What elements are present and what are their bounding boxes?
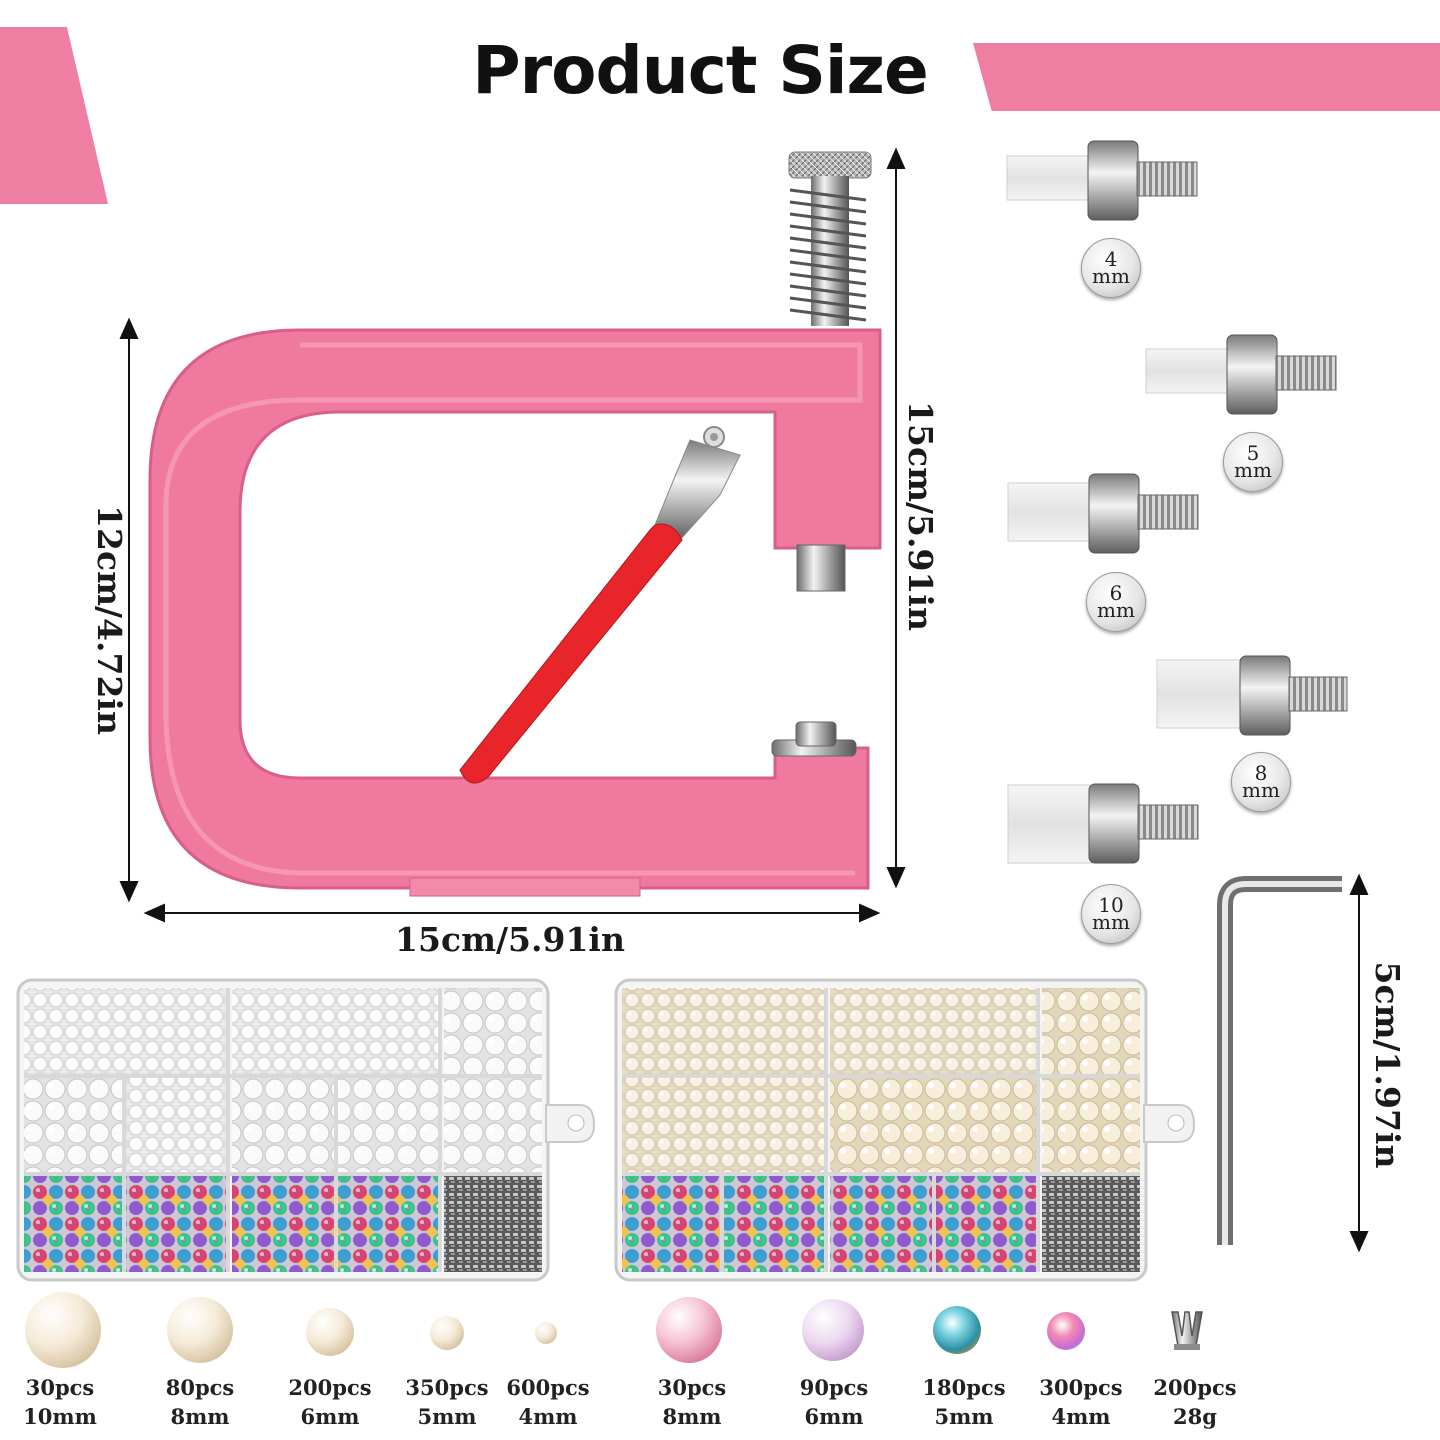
pearl-sample-8mm-pink — [656, 1297, 722, 1363]
tool-depth-label: 15cm/5.91in — [901, 401, 940, 631]
pearl-setting-tool — [148, 151, 882, 897]
hex-wrench — [1217, 876, 1342, 1245]
pearl-size: 5mm — [934, 1404, 994, 1429]
pearl-item: 300pcs 4mm — [1021, 1373, 1141, 1431]
die-size-unit: mm — [1234, 458, 1272, 482]
pearl-size: 8mm — [170, 1404, 230, 1429]
die-size-badge-6mm: 6 mm — [1086, 572, 1146, 632]
pearl-count: 350pcs — [405, 1375, 489, 1400]
pearl-count: 30pcs — [25, 1375, 95, 1400]
pearl-item: 90pcs 6mm — [774, 1373, 894, 1431]
pearl-item: 30pcs 10mm — [0, 1373, 120, 1431]
die-size-unit: mm — [1092, 264, 1130, 288]
pearl-count: 300pcs — [1039, 1375, 1123, 1400]
die-size-value: 10 — [1098, 893, 1124, 917]
pearl-item: 180pcs 5mm — [904, 1373, 1024, 1431]
die-size-badge-10mm: 10 mm — [1081, 884, 1141, 944]
die-size-value: 8 — [1254, 761, 1268, 785]
pearl-sample-4mm-rainbow — [1047, 1312, 1085, 1350]
die-4mm — [1006, 140, 1198, 221]
dimension-arrows — [119, 147, 1369, 1253]
die-size-unit: mm — [1092, 910, 1130, 934]
pearl-sample-5mm-teal — [933, 1306, 981, 1354]
pearl-sample-4mm-ivory — [535, 1322, 557, 1344]
pearl-item: 200pcs 6mm — [270, 1373, 390, 1431]
pearl-sample-10mm-ivory — [25, 1292, 101, 1368]
die-size-badge-4mm: 4 mm — [1081, 238, 1141, 298]
pearl-count: 180pcs — [922, 1375, 1006, 1400]
die-size-badge-8mm: 8 mm — [1231, 752, 1291, 812]
die-size-unit: mm — [1097, 598, 1135, 622]
pearl-count: 90pcs — [799, 1375, 869, 1400]
pearl-count: 30pcs — [657, 1375, 727, 1400]
pearl-size: 4mm — [518, 1404, 578, 1429]
pearl-item: 30pcs 8mm — [632, 1373, 752, 1431]
bead-box-cream — [614, 978, 1196, 1282]
pearl-size: 8mm — [662, 1404, 722, 1429]
pearl-size: 6mm — [300, 1404, 360, 1429]
pearl-size: 28g — [1173, 1404, 1217, 1429]
pearl-count: 600pcs — [506, 1375, 590, 1400]
die-size-badge-5mm: 5 mm — [1223, 432, 1283, 492]
pearl-size: 10mm — [23, 1404, 97, 1429]
pearl-sample-6mm-ivory — [306, 1308, 354, 1356]
banner-right — [973, 43, 1440, 111]
die-size-value: 4 — [1104, 247, 1118, 271]
pearl-size: 4mm — [1051, 1404, 1111, 1429]
bead-box-white — [16, 978, 596, 1282]
die-8mm — [1156, 655, 1348, 736]
tool-frame — [148, 328, 882, 890]
die-5mm — [1145, 334, 1337, 415]
spring — [789, 188, 867, 322]
die-size-value: 5 — [1246, 441, 1260, 465]
wrench-length-label: 5cm/1.97in — [1368, 961, 1407, 1169]
pearl-count: 200pcs — [1153, 1375, 1237, 1400]
page-title: Product Size — [472, 32, 928, 109]
pearl-item: 600pcs 4mm — [488, 1373, 608, 1431]
pearl-sample-5mm-ivory — [430, 1316, 464, 1350]
pearl-sample-8mm-ivory — [167, 1297, 233, 1363]
pearl-item: 80pcs 8mm — [140, 1373, 260, 1431]
rivet-sample — [1171, 1311, 1203, 1350]
pearl-size: 5mm — [417, 1404, 477, 1429]
pearl-item: 200pcs 28g — [1135, 1373, 1255, 1431]
die-6mm — [1007, 473, 1199, 554]
tool-width-label: 15cm/5.91in — [395, 920, 625, 959]
pearl-count: 80pcs — [165, 1375, 235, 1400]
die-size-value: 6 — [1109, 581, 1123, 605]
pearl-count: 200pcs — [288, 1375, 372, 1400]
tool-height-label: 12cm/4.72in — [90, 505, 129, 735]
die-size-unit: mm — [1242, 778, 1280, 802]
pearl-size: 6mm — [804, 1404, 864, 1429]
pearl-item: 350pcs 5mm — [387, 1373, 507, 1431]
die-10mm — [1007, 783, 1199, 864]
pearl-sample-6mm-lavender — [802, 1299, 864, 1361]
pearl-samples — [25, 1292, 1203, 1368]
